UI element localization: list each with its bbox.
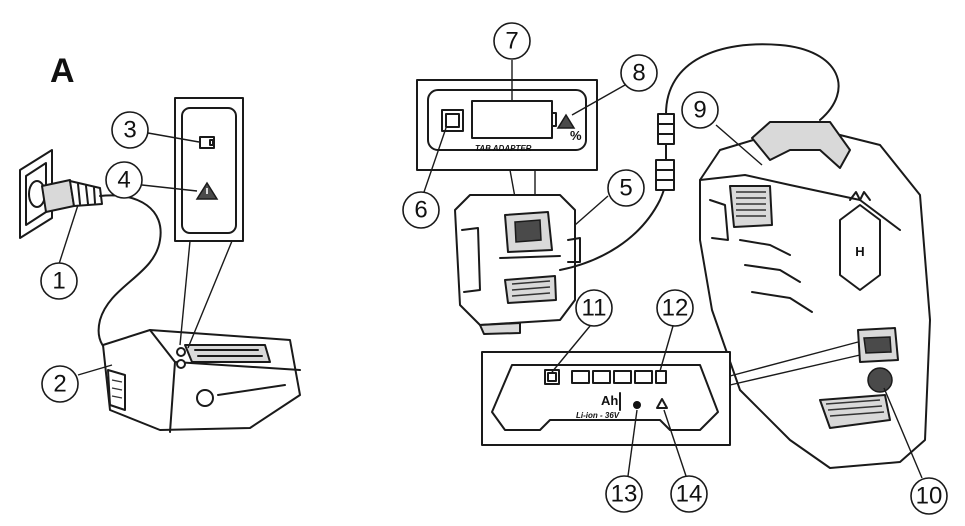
svg-text:3: 3 <box>123 117 136 144</box>
button-dot <box>633 401 641 409</box>
battery-unit-label: Ah <box>601 393 618 408</box>
callout-14: 14 <box>663 409 708 513</box>
svg-text:8: 8 <box>632 60 645 87</box>
callout-10: 10 <box>883 387 948 515</box>
svg-text:7: 7 <box>505 28 518 55</box>
callout-6: 6 <box>402 127 447 229</box>
svg-text:2: 2 <box>53 371 66 398</box>
charger <box>102 329 301 433</box>
logo-h-glyph: H <box>855 244 864 259</box>
callout-9: 9 <box>681 91 763 166</box>
svg-text:1: 1 <box>52 268 65 295</box>
backpack-battery: H <box>699 121 931 469</box>
svg-text:10: 10 <box>916 483 943 510</box>
svg-text:4: 4 <box>117 167 130 194</box>
callout-7: 7 <box>493 22 531 101</box>
callout-1: 1 <box>40 204 79 300</box>
adapter-display-panel: % TAB ADAPTER <box>416 79 598 228</box>
wall-socket <box>19 149 53 239</box>
power-plug <box>41 179 103 213</box>
svg-text:14: 14 <box>676 481 703 508</box>
adapter-label: TAB ADAPTER <box>475 144 532 153</box>
callout-5: 5 <box>574 169 645 226</box>
callout-8: 8 <box>571 54 658 116</box>
battery-spec-label: Li-ion - 36V <box>576 411 620 420</box>
panel-letter: A <box>50 52 75 90</box>
callout-4: 4 <box>105 161 198 199</box>
harness-cable <box>665 43 840 121</box>
battery-adapter <box>454 194 581 335</box>
svg-text:13: 13 <box>611 481 638 508</box>
power-cord <box>97 194 162 354</box>
svg-text:6: 6 <box>414 197 427 224</box>
battery-panel-zoom: Ah Li-ion - 36V <box>481 341 861 446</box>
svg-text:5: 5 <box>619 175 632 202</box>
callout-13: 13 <box>605 409 643 513</box>
svg-text:12: 12 <box>662 295 689 322</box>
svg-text:9: 9 <box>693 97 706 124</box>
callout-2: 2 <box>41 364 113 403</box>
charger-led-zoom <box>174 97 244 349</box>
svg-text:11: 11 <box>582 295 607 322</box>
callout-11: 11 <box>551 289 613 373</box>
callout-3: 3 <box>111 111 200 149</box>
percent-sign: % <box>570 128 582 143</box>
cable-connector <box>655 113 675 191</box>
callout-12: 12 <box>656 289 694 372</box>
